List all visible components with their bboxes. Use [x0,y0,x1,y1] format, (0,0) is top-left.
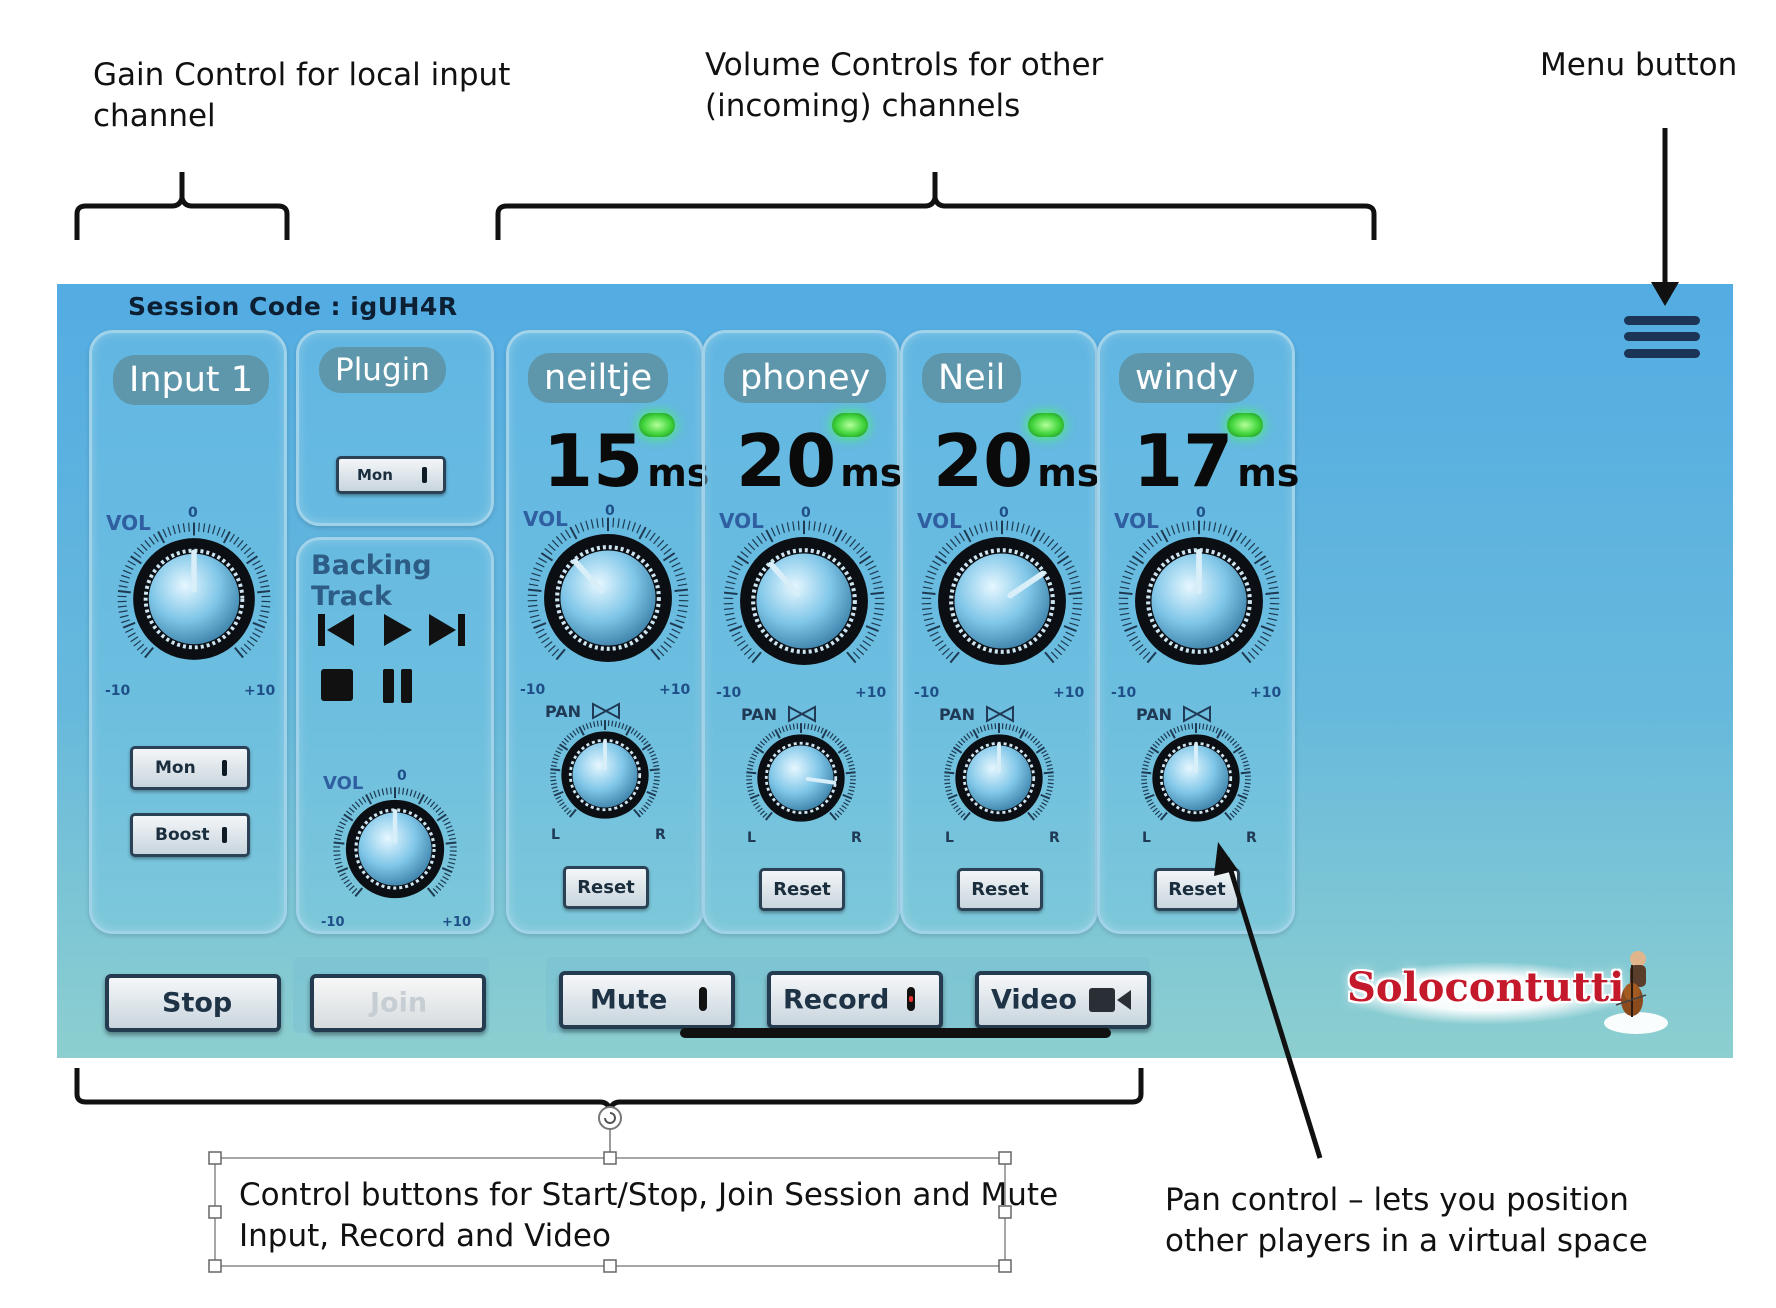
stop-button[interactable]: Stop [105,974,281,1032]
knob-graphic [746,723,856,822]
knob-graphic [723,520,885,665]
connection-led [1227,413,1263,437]
brand-logo: Solocontutti [1347,964,1625,1011]
skip-forward-icon[interactable] [423,607,469,653]
pan-knob[interactable] [549,719,661,831]
underline-annotation [680,1028,1111,1038]
bowtie-icon [1183,705,1211,723]
pan-knob[interactable] [943,722,1055,834]
input-boost-toggle[interactable]: Boost [130,813,250,857]
backing-track-panel: Backing Track VOL 0 -10 +10 [296,537,494,934]
annotation-volume: Volume Controls for other (incoming) cha… [705,47,1104,124]
knob-graphic [527,517,689,662]
knob-graphic [1141,723,1251,822]
volume-bracket [495,172,1377,240]
plugin-name: Plugin [319,347,446,393]
pause-icon[interactable] [377,663,423,709]
knob-graphic [1118,520,1280,665]
brand-cloud [1345,962,1625,1024]
play-icon[interactable] [374,607,420,653]
annotation-control: Control buttons for Start/Stop, Join Ses… [239,1177,1059,1254]
volume-knob[interactable] [526,516,690,680]
record-indicator [907,987,915,1011]
camera-icon [1089,988,1131,1012]
reset-button[interactable]: Reset [1154,868,1240,911]
channel-name: phoney [724,353,887,403]
input-name: Input 1 [113,355,270,405]
connection-led [639,413,675,437]
annotation-gain: Gain Control for local input channel [93,57,511,134]
plugin-mon-toggle[interactable]: Mon [336,456,446,494]
volume-knob[interactable] [1117,519,1281,683]
stop-icon[interactable] [316,663,362,709]
input-volume-knob[interactable] [116,521,272,677]
join-button[interactable]: Join [310,974,486,1032]
connection-led [1028,413,1064,437]
reset-button[interactable]: Reset [563,866,649,909]
channel-name: windy [1119,353,1255,403]
record-button[interactable]: Record [767,971,943,1029]
knob-graphic [550,720,660,819]
plugin-panel: Plugin Mon [296,330,494,526]
backing-track-title: Backing Track [311,550,432,612]
mute-button[interactable]: Mute [559,971,735,1029]
session-code: Session Code : igUH4R [128,292,458,321]
channel-name: Neil [922,353,1022,403]
pan-knob[interactable] [745,722,857,834]
app-window: Session Code : igUH4R Input 1 VOL 0 -10 … [57,284,1733,1058]
knob-graphic [117,522,271,660]
gain-bracket [74,172,290,240]
knob-graphic [921,520,1083,665]
mute-indicator [699,987,707,1011]
volume-knob[interactable] [920,519,1084,683]
backing-vol-label: VOL [323,773,364,794]
annotation-pan: Pan control – lets you position other pl… [1165,1182,1648,1259]
channel-name: neiltje [528,353,669,403]
volume-knob[interactable] [722,519,886,683]
skip-back-icon[interactable] [314,607,360,653]
menu-button[interactable] [1622,312,1702,372]
pan-knob[interactable] [1140,722,1252,834]
knob-graphic [944,723,1054,822]
backing-volume-knob[interactable] [332,786,458,912]
reset-button[interactable]: Reset [759,868,845,911]
knob-graphic [333,787,457,899]
input-vol-label: VOL [106,511,151,535]
cellist-icon [1604,951,1668,1034]
control-bracket [74,1068,1144,1122]
input-panel: Input 1 VOL 0 -10 +10 Mon Boost [89,330,287,934]
bowtie-icon [986,705,1014,723]
bowtie-icon [788,705,816,723]
input-mon-toggle[interactable]: Mon [130,746,250,790]
connection-led [832,413,868,437]
menu-icon [1624,316,1700,325]
reset-button[interactable]: Reset [957,868,1043,911]
annotation-menu: Menu button [1540,47,1738,83]
bowtie-icon [592,702,620,720]
video-button[interactable]: Video [975,971,1151,1029]
